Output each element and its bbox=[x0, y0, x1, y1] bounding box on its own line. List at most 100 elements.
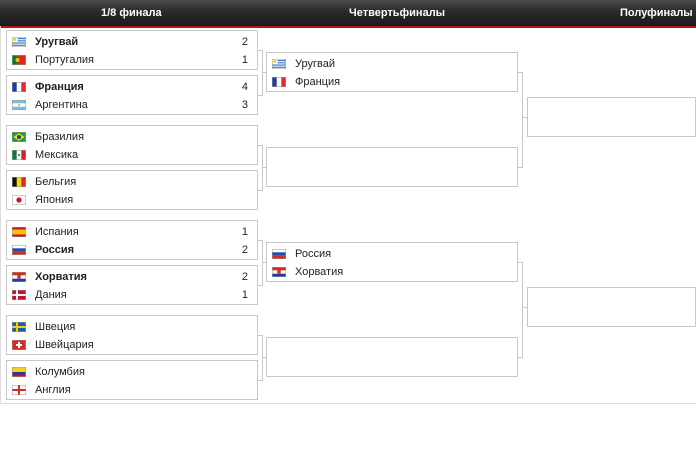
team-row-home[interactable]: Хорватия 2 bbox=[7, 268, 257, 286]
team-row-away[interactable]: Аргентина 3 bbox=[7, 96, 257, 114]
team-score: 1 bbox=[241, 54, 248, 66]
flag-russia-icon bbox=[272, 249, 286, 259]
team-score: 1 bbox=[241, 289, 248, 301]
bracket-connector bbox=[262, 50, 263, 96]
team-name: Россия bbox=[295, 248, 332, 260]
team-row-away[interactable]: Франция bbox=[267, 73, 517, 91]
bracket-connector bbox=[262, 167, 266, 168]
team-name: Франция bbox=[35, 81, 84, 93]
flag-switzerland-icon bbox=[12, 340, 26, 350]
bracket-connector bbox=[258, 240, 262, 241]
team-row-home[interactable]: Бразилия bbox=[7, 128, 257, 146]
bracket-connector bbox=[522, 307, 527, 308]
bracket-connector bbox=[522, 117, 527, 118]
flag-uruguay-icon bbox=[272, 59, 286, 69]
team-row-home[interactable]: Колумбия bbox=[7, 363, 257, 381]
match-sf-2[interactable] bbox=[527, 287, 696, 327]
team-name: Бразилия bbox=[35, 131, 85, 143]
team-score: 1 bbox=[241, 226, 248, 238]
match-sf-1[interactable] bbox=[527, 97, 696, 137]
team-name: Россия bbox=[35, 244, 75, 256]
team-name: Швеция bbox=[35, 321, 76, 333]
team-name: Франция bbox=[295, 76, 341, 88]
team-row-home[interactable] bbox=[267, 150, 517, 168]
team-name: Бельгия bbox=[35, 176, 77, 188]
team-row-away[interactable]: Мексика bbox=[7, 146, 257, 164]
team-name: Аргентина bbox=[35, 99, 88, 111]
team-row-away[interactable] bbox=[267, 358, 517, 376]
bracket-connector bbox=[522, 72, 523, 168]
header-quarterfinals: Четвертьфиналы bbox=[349, 7, 446, 19]
bracket-connector bbox=[262, 240, 263, 286]
team-row-home[interactable]: Швеция bbox=[7, 318, 257, 336]
flag-japan-icon bbox=[12, 195, 26, 205]
flag-england-icon bbox=[12, 385, 26, 395]
bracket-connector bbox=[258, 145, 262, 146]
team-row-home[interactable] bbox=[528, 290, 695, 308]
team-row-away[interactable] bbox=[528, 118, 695, 136]
team-name: Уругвай bbox=[35, 36, 79, 48]
team-row-away[interactable] bbox=[267, 168, 517, 186]
header-semifinals: Полуфиналы bbox=[620, 7, 693, 19]
bracket-connector bbox=[518, 167, 522, 168]
team-row-away[interactable]: Россия 2 bbox=[7, 241, 257, 259]
bracket-header: 1/8 финала Четвертьфиналы Полуфиналы bbox=[0, 0, 696, 28]
flag-colombia-icon bbox=[12, 367, 26, 377]
flag-brazil-icon bbox=[12, 132, 26, 142]
bracket-connector bbox=[258, 335, 262, 336]
flag-croatia-icon bbox=[12, 272, 26, 282]
flag-france-icon bbox=[272, 77, 286, 87]
bracket-connector bbox=[518, 72, 522, 73]
team-row-away[interactable]: Хорватия bbox=[267, 263, 517, 281]
team-row-away[interactable]: Япония bbox=[7, 191, 257, 209]
team-row-away[interactable]: Швейцария bbox=[7, 336, 257, 354]
bracket-connector bbox=[262, 335, 263, 381]
bracket-connector bbox=[262, 72, 266, 73]
bracket-connector bbox=[258, 190, 262, 191]
team-score: 2 bbox=[241, 244, 248, 256]
team-name: Швейцария bbox=[35, 339, 94, 351]
team-name: Англия bbox=[35, 384, 71, 396]
bracket-connector bbox=[522, 262, 523, 358]
team-score: 3 bbox=[241, 99, 248, 111]
bracket-connector bbox=[258, 380, 262, 381]
team-name: Хорватия bbox=[35, 271, 87, 283]
team-name: Мексика bbox=[35, 149, 79, 161]
team-row-home[interactable]: Уругвай bbox=[267, 55, 517, 73]
bracket-connector bbox=[258, 285, 262, 286]
flag-mexico-icon bbox=[12, 150, 26, 160]
bracket-frame bbox=[0, 26, 696, 404]
bracket-connector bbox=[518, 357, 522, 358]
team-row-home[interactable] bbox=[267, 340, 517, 358]
team-row-away[interactable] bbox=[528, 308, 695, 326]
flag-uruguay-icon bbox=[12, 37, 26, 47]
match-qf-4[interactable] bbox=[266, 337, 518, 377]
team-row-home[interactable]: Испания 1 bbox=[7, 223, 257, 241]
team-row-home[interactable]: Россия bbox=[267, 245, 517, 263]
header-round-of-16: 1/8 финала bbox=[101, 7, 162, 19]
team-row-home[interactable] bbox=[528, 100, 695, 118]
team-score: 2 bbox=[241, 271, 248, 283]
flag-spain-icon bbox=[12, 227, 26, 237]
team-row-away[interactable]: Англия bbox=[7, 381, 257, 399]
team-row-home[interactable]: Бельгия bbox=[7, 173, 257, 191]
bracket-connector bbox=[262, 145, 263, 191]
team-name: Колумбия bbox=[35, 366, 85, 378]
team-name: Испания bbox=[35, 226, 79, 238]
match-qf-2[interactable] bbox=[266, 147, 518, 187]
flag-sweden-icon bbox=[12, 322, 26, 332]
